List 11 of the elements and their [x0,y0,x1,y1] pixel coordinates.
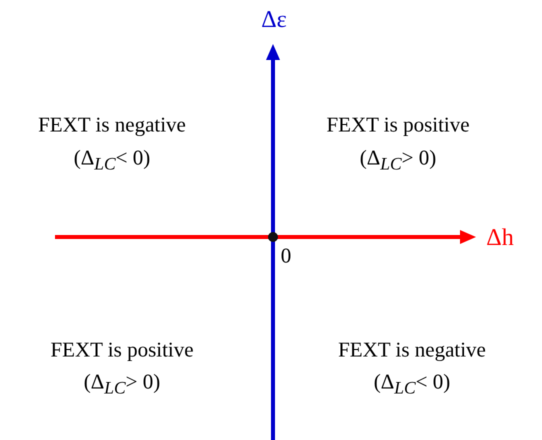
origin-label: 0 [280,244,292,268]
condition-label: (Δ$_{LC}$> 0) [360,146,436,174]
axis-label: Δh [486,224,514,252]
axis-label: Δε [261,6,287,34]
condition-label: (Δ$_{LC}$> 0) [84,370,160,398]
quadrant-label: FEXT is negative [38,113,186,137]
quadrant-label: FEXT is negative [338,338,486,362]
condition-label: (Δ$_{LC}$< 0) [374,370,450,398]
quadrant-label: FEXT is positive [326,113,470,137]
condition-label: (Δ$_{LC}$< 0) [74,146,150,174]
quadrant-label: FEXT is positive [50,338,194,362]
